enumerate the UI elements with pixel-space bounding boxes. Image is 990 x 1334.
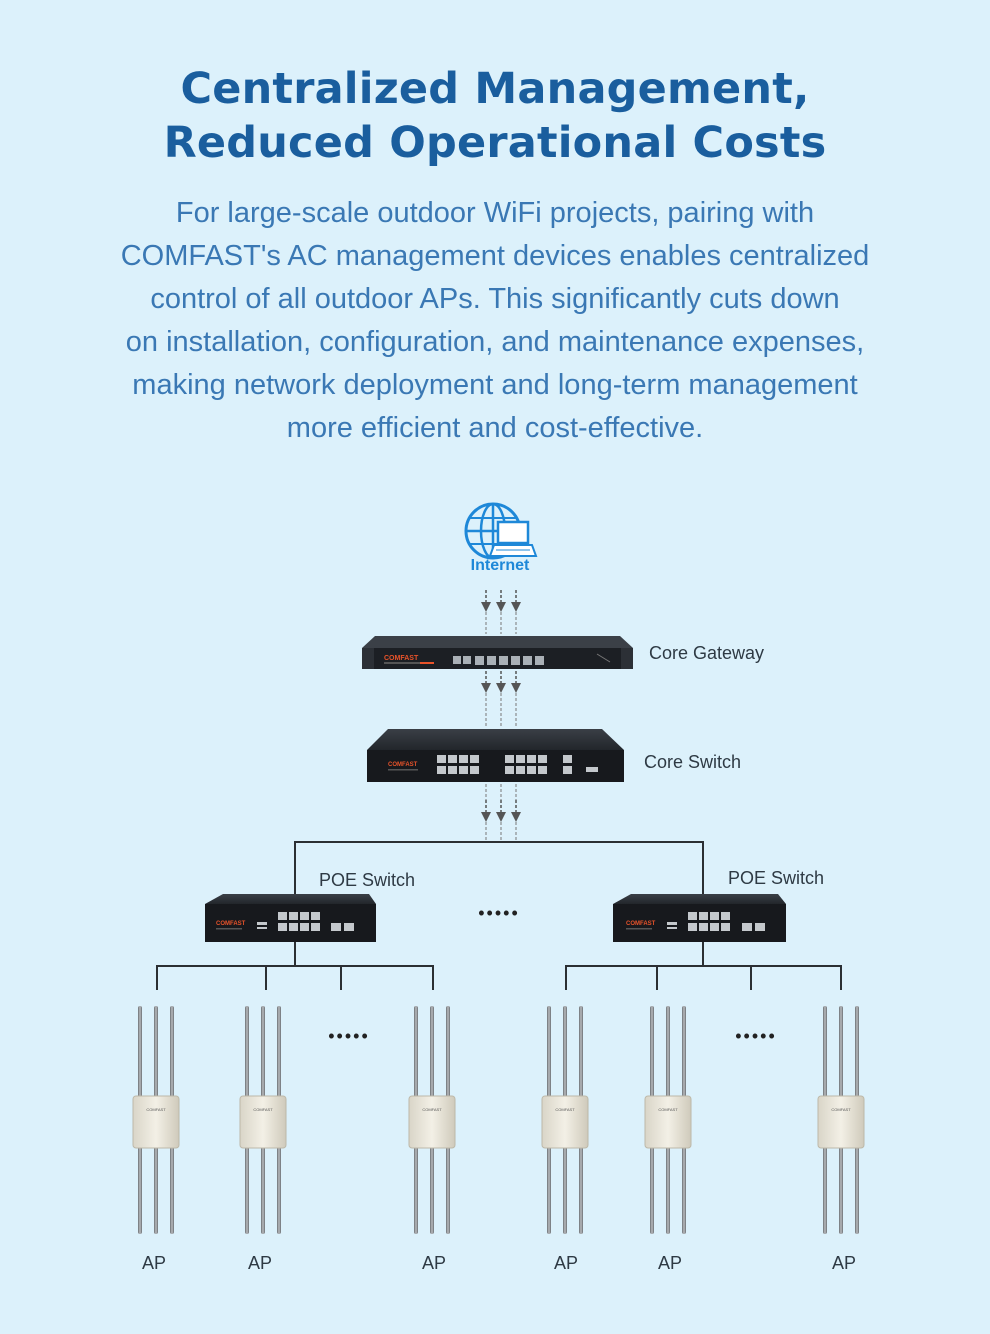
- description-line-6: more efficient and cost-effective.: [286, 412, 704, 444]
- ap-brand: COMFAST: [422, 1107, 442, 1112]
- title-line-1: Centralized Management,: [180, 64, 810, 114]
- antenna-top: [430, 1006, 434, 1098]
- antenna-top: [138, 1006, 142, 1098]
- ap-label-6: AP: [832, 1253, 856, 1273]
- ap-device: COMFAST: [541, 1006, 589, 1234]
- core-switch-brand: COMFAST: [388, 762, 418, 768]
- antenna-bottom: [682, 1146, 686, 1234]
- description: For large-scale outdoor WiFi projects, p…: [70, 192, 920, 450]
- description-line-4: on installation, configuration, and main…: [125, 326, 865, 358]
- antenna-top: [823, 1006, 827, 1098]
- ap-label-4: AP: [554, 1253, 578, 1273]
- antenna-bottom: [277, 1146, 281, 1234]
- arrows-switch-to-poe: [480, 784, 522, 842]
- antenna-bottom: [430, 1146, 434, 1234]
- antenna-top: [547, 1006, 551, 1098]
- description-line-2: COMFAST's AC management devices enables …: [120, 240, 870, 272]
- core-gateway-device: COMFAST: [362, 636, 633, 669]
- description-line-5: making network deployment and long-term …: [132, 369, 858, 401]
- ap-brand: COMFAST: [253, 1107, 273, 1112]
- antenna-bottom: [563, 1146, 567, 1234]
- antenna-top: [446, 1006, 450, 1098]
- core-switch-label: Core Switch: [644, 752, 741, 772]
- antenna-bottom: [650, 1146, 654, 1234]
- antenna-bottom: [170, 1146, 174, 1234]
- ap-device: COMFAST: [644, 1006, 692, 1234]
- poe-switch-left-device: COMFAST: [205, 894, 376, 942]
- arrows-gateway-to-switch: [480, 670, 522, 728]
- antenna-bottom: [666, 1146, 670, 1234]
- poe-right-brand: COMFAST: [626, 921, 656, 927]
- internet-label: Internet: [471, 557, 530, 574]
- ap-brand: COMFAST: [555, 1107, 575, 1112]
- ap-device: COMFAST: [817, 1006, 865, 1234]
- antenna-bottom: [823, 1146, 827, 1234]
- ap-body: [239, 1095, 287, 1149]
- antenna-top: [245, 1006, 249, 1098]
- poe-left-brand: COMFAST: [216, 921, 246, 927]
- ap-ellipsis-right: •••••: [735, 1026, 777, 1046]
- ap-device: COMFAST: [408, 1006, 456, 1234]
- page-title: Centralized Management, Reduced Operatio…: [0, 62, 990, 170]
- ap-brand: COMFAST: [831, 1107, 851, 1112]
- ap-label-3: AP: [422, 1253, 446, 1273]
- ap-body: [541, 1095, 589, 1149]
- antenna-bottom: [414, 1146, 418, 1234]
- antenna-top: [839, 1006, 843, 1098]
- ap-label-1: AP: [142, 1253, 166, 1273]
- ap-device: COMFAST: [132, 1006, 180, 1234]
- ap-devices: COMFAST COMFAST COMFAST COMFAST COMFAST COMFA…: [132, 1006, 865, 1234]
- antenna-top: [170, 1006, 174, 1098]
- antenna-bottom: [839, 1146, 843, 1234]
- antenna-top: [563, 1006, 567, 1098]
- antenna-bottom: [855, 1146, 859, 1234]
- antenna-top: [261, 1006, 265, 1098]
- ap-brand: COMFAST: [146, 1107, 166, 1112]
- description-line-3: control of all outdoor APs. This signifi…: [150, 283, 840, 315]
- poe-switch-right-label: POE Switch: [728, 868, 824, 888]
- ap-body: [408, 1095, 456, 1149]
- ap-brand: COMFAST: [658, 1107, 678, 1112]
- antenna-bottom: [579, 1146, 583, 1234]
- gateway-brand: COMFAST: [384, 655, 419, 662]
- antenna-top: [682, 1006, 686, 1098]
- description-line-1: For large-scale outdoor WiFi projects, p…: [175, 197, 815, 229]
- title-line-2: Reduced Operational Costs: [163, 118, 827, 168]
- ap-branch-lines: [156, 942, 842, 990]
- ap-body: [817, 1095, 865, 1149]
- antenna-bottom: [547, 1146, 551, 1234]
- ap-device: COMFAST: [239, 1006, 287, 1234]
- ap-label-2: AP: [248, 1253, 272, 1273]
- antenna-top: [855, 1006, 859, 1098]
- ap-label-5: AP: [658, 1253, 682, 1273]
- distribution-lines: [294, 841, 704, 894]
- antenna-bottom: [245, 1146, 249, 1234]
- poe-ellipsis: •••••: [478, 903, 520, 923]
- poe-switch-left-label: POE Switch: [319, 870, 415, 890]
- ap-ellipsis-left: •••••: [328, 1026, 370, 1046]
- internet-icon: [464, 502, 538, 560]
- antenna-top: [154, 1006, 158, 1098]
- antenna-top: [579, 1006, 583, 1098]
- antenna-bottom: [138, 1146, 142, 1234]
- core-switch-device: COMFAST: [367, 729, 624, 782]
- antenna-top: [666, 1006, 670, 1098]
- core-gateway-label: Core Gateway: [649, 643, 764, 663]
- arrows-internet-to-gateway: [480, 589, 522, 634]
- antenna-top: [650, 1006, 654, 1098]
- poe-switch-right-device: COMFAST: [613, 894, 786, 942]
- antenna-top: [414, 1006, 418, 1098]
- antenna-bottom: [446, 1146, 450, 1234]
- antenna-bottom: [261, 1146, 265, 1234]
- ap-body: [644, 1095, 692, 1149]
- ap-body: [132, 1095, 180, 1149]
- antenna-top: [277, 1006, 281, 1098]
- antenna-bottom: [154, 1146, 158, 1234]
